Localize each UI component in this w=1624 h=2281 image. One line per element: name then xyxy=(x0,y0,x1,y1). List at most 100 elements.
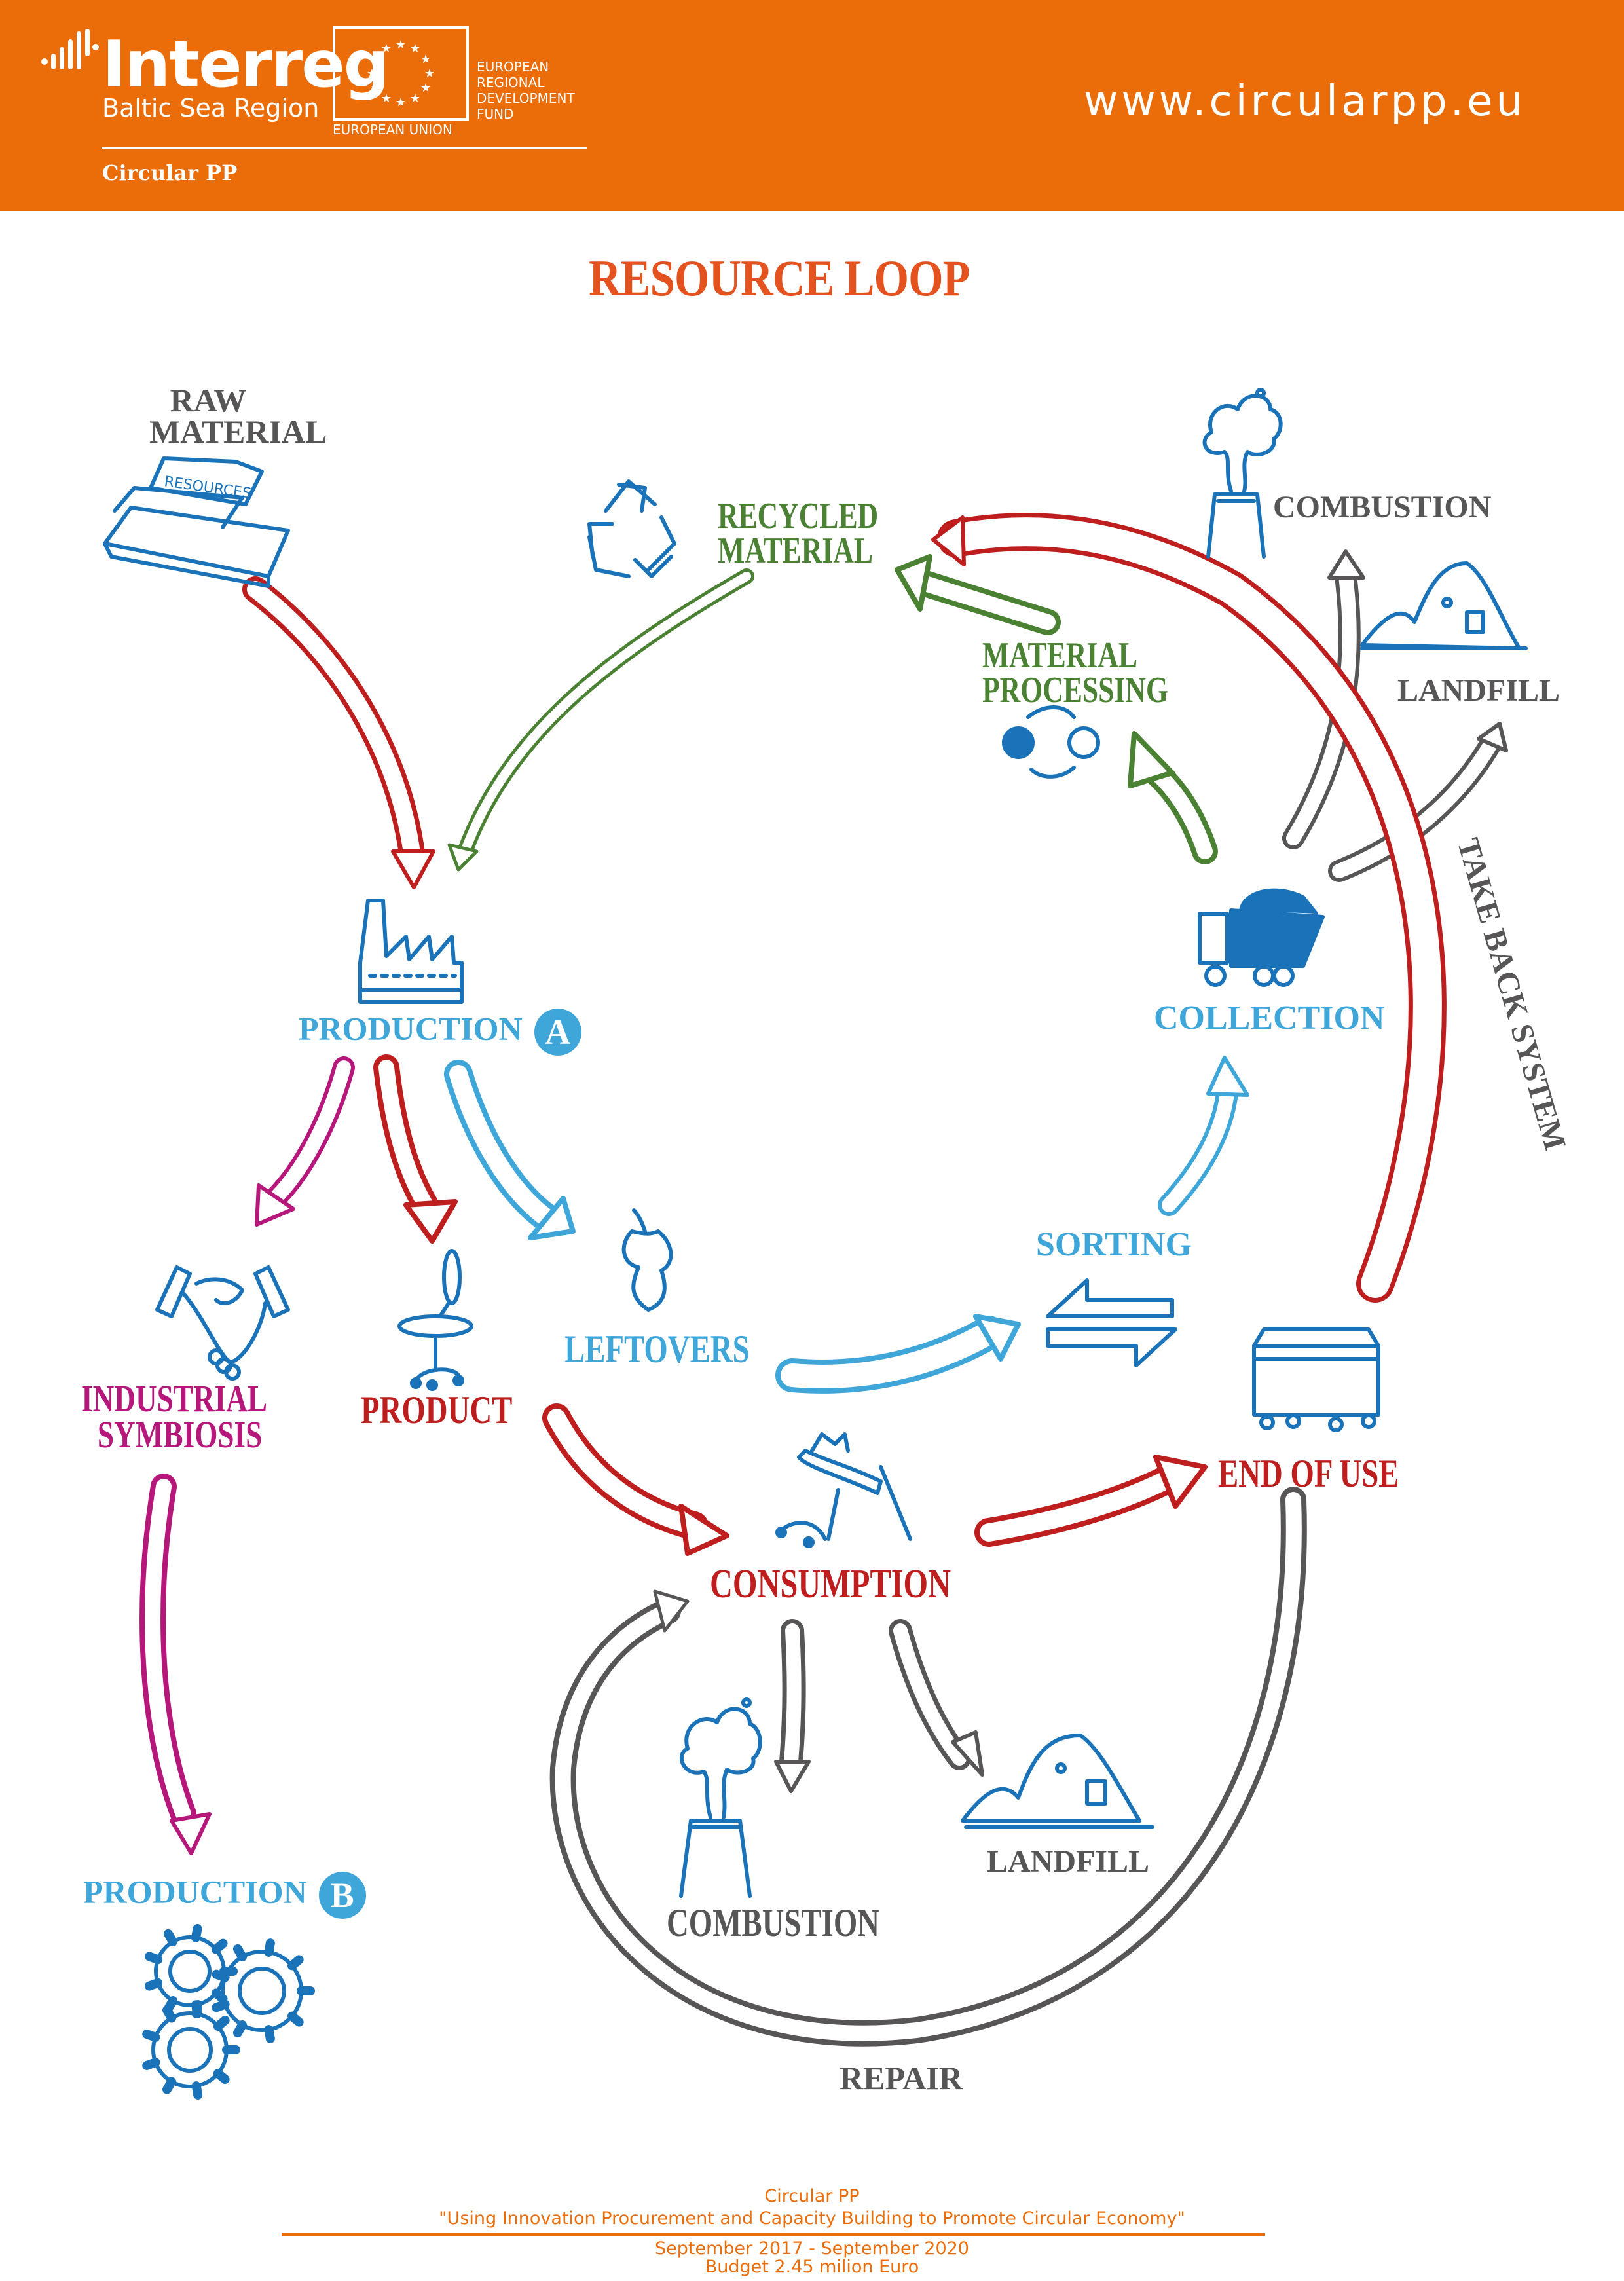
arrow-processing-to-recycled xyxy=(895,554,1061,635)
gear-tooth xyxy=(142,2030,160,2042)
factory-icon xyxy=(358,899,464,1004)
header-banner: Interreg Baltic Sea Region ★★★★★★★★★★★★ … xyxy=(0,0,1624,211)
gears-icon xyxy=(142,1924,315,2100)
arrow-collection-to-processing xyxy=(1128,731,1218,864)
gear-tooth xyxy=(191,1924,202,1942)
processing-cycle-icon xyxy=(1002,705,1100,779)
page-title: RESOURCE LOOP xyxy=(589,250,970,306)
eu-label: EUROPEAN UNION xyxy=(333,122,452,138)
eu-star-icon: ★ xyxy=(381,92,392,105)
node-production-a: PRODUCTION A xyxy=(299,1009,581,1056)
logo-region: Baltic Sea Region xyxy=(102,94,320,122)
arrow-symbiosis-to-production-b xyxy=(139,1474,212,1855)
office-chair-icon xyxy=(397,1249,473,1391)
handshake-icon xyxy=(155,1265,290,1381)
gear-tooth xyxy=(211,1938,228,1954)
eu-star-icon: ★ xyxy=(396,38,406,52)
eu-star-icon: ★ xyxy=(371,81,381,95)
production-a-label: PRODUCTION xyxy=(299,1010,523,1047)
landfill-icon xyxy=(1360,561,1528,650)
website-link[interactable]: www.circularpp.eu xyxy=(1084,77,1526,126)
smokestack-bottom-icon xyxy=(679,1697,762,1898)
eu-star-icon: ★ xyxy=(410,42,420,56)
eu-star-icon: ★ xyxy=(396,96,406,109)
recycled-material-line2: MATERIAL xyxy=(718,530,874,572)
node-sorting: SORTING xyxy=(1036,1226,1192,1263)
node-material-processing: MATERIAL PROCESSING xyxy=(982,635,1168,711)
gear-tooth xyxy=(287,1955,304,1971)
fund-line: DEVELOPMENT xyxy=(477,90,575,106)
fund-label: EUROPEAN REGIONAL DEVELOPMENT FUND xyxy=(477,59,595,122)
recycled-material-line1: RECYCLED xyxy=(718,496,879,536)
footer-project: Circular PP xyxy=(764,2186,860,2206)
eu-star-icon: ★ xyxy=(381,42,392,56)
project-name: Circular PP xyxy=(102,160,238,185)
gear-tooth xyxy=(212,1969,230,1982)
eu-stars-icon: ★★★★★★★★★★★★ xyxy=(367,38,435,109)
gear-tooth xyxy=(264,1938,275,1957)
production-a-badge: A xyxy=(534,1009,581,1056)
arrow-consumption-to-end-of-use xyxy=(974,1455,1208,1547)
garbage-truck-icon xyxy=(1198,888,1325,987)
gear-tooth xyxy=(233,2020,247,2038)
interreg-signal-icon xyxy=(41,29,99,69)
apple-core-icon xyxy=(621,1208,673,1312)
material-processing-line2: PROCESSING xyxy=(982,670,1168,711)
gear-tooth xyxy=(164,1929,177,1946)
production-b-label: PRODUCTION xyxy=(83,1873,307,1910)
fund-line: REGIONAL xyxy=(477,75,545,90)
broken-chair-icon xyxy=(775,1432,912,1548)
arrow-raw-to-production xyxy=(242,576,435,889)
eu-flag: ★★★★★★★★★★★★ xyxy=(333,26,469,121)
sort-arrows-icon xyxy=(1046,1278,1177,1367)
gear-tooth xyxy=(213,2068,230,2084)
fund-line: FUND xyxy=(477,106,514,122)
footer-tagline: "Using Innovation Procurement and Capaci… xyxy=(439,2208,1185,2229)
node-product: PRODUCT xyxy=(361,1388,513,1432)
industrial-symbiosis-line1: INDUSTRIAL xyxy=(81,1377,268,1420)
footer-divider xyxy=(282,2233,1265,2236)
node-recycled-material: RECYCLED MATERIAL xyxy=(718,496,879,572)
material-processing-line1: MATERIAL xyxy=(982,635,1138,676)
production-b-badge: B xyxy=(318,1872,366,1919)
industrial-symbiosis-line2: SYMBIOSIS xyxy=(97,1413,263,1456)
arrow-take-back-system xyxy=(931,513,1447,1303)
footer-period: September 2017 - September 2020 xyxy=(655,2238,969,2259)
eu-star-icon: ★ xyxy=(410,92,420,105)
eu-star-icon: ★ xyxy=(420,81,431,95)
arrow-repair-loop xyxy=(549,1487,1307,2047)
arrow-sorting-to-collection xyxy=(1158,1056,1249,1216)
gear-tooth xyxy=(287,2011,304,2027)
node-combustion-bottom: COMBUSTION xyxy=(667,1901,880,1944)
arrow-to-landfill-bottom xyxy=(889,1619,984,1777)
smokestack-icon xyxy=(1202,388,1283,559)
eu-star-icon: ★ xyxy=(371,52,381,66)
arrow-product-to-consumption xyxy=(542,1403,729,1556)
arrow-production-to-leftovers xyxy=(444,1060,576,1240)
arrow-to-landfill-top xyxy=(1328,722,1508,882)
eu-star-icon: ★ xyxy=(420,52,431,66)
arrow-recycled-to-production xyxy=(447,568,754,872)
raw-material-line2: MATERIAL xyxy=(149,413,327,450)
landfill-bottom-icon xyxy=(961,1734,1154,1829)
gear-tooth xyxy=(191,2081,203,2100)
node-end-of-use: END OF USE xyxy=(1218,1452,1399,1495)
header-divider xyxy=(102,147,587,149)
gear-tooth xyxy=(211,1988,228,2004)
arrow-to-combustion-bottom xyxy=(774,1619,811,1793)
gear-tooth xyxy=(144,1978,163,1991)
gear-tooth xyxy=(162,2005,176,2023)
gear-tooth xyxy=(212,1999,230,2012)
fund-line: EUROPEAN xyxy=(477,59,549,75)
node-consumption: CONSUMPTION xyxy=(710,1562,951,1606)
arrow-production-to-symbiosis xyxy=(255,1056,355,1227)
node-combustion-top: COMBUSTION xyxy=(1273,490,1492,525)
gear-tooth xyxy=(191,2000,203,2018)
gear-tooth xyxy=(233,1944,247,1962)
node-landfill-top: LANDFILL xyxy=(1397,673,1560,708)
eu-star-icon: ★ xyxy=(424,67,435,81)
node-collection: COLLECTION xyxy=(1154,999,1385,1037)
label-repair: REPAIR xyxy=(840,2060,963,2096)
dumpster-icon xyxy=(1252,1327,1380,1432)
gear-tooth xyxy=(162,2077,176,2094)
